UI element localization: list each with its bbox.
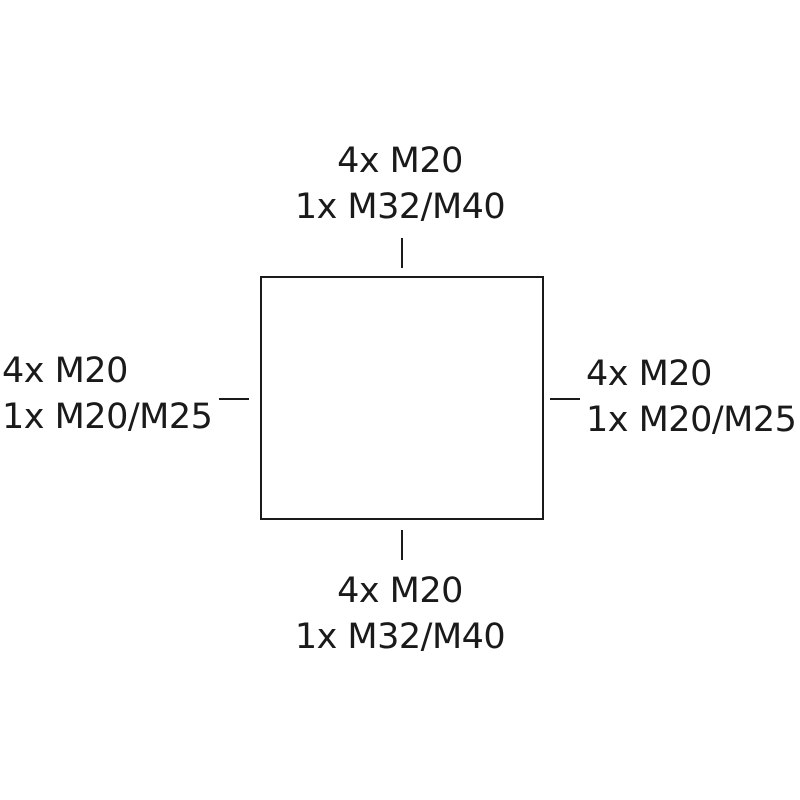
bottom-entry-line2: 1x M32/M40 [294,617,506,657]
top-entry-line2: 1x M32/M40 [294,187,506,227]
top-entry-marker [401,238,403,268]
left-entry-marker [219,398,249,400]
top-entry-line1: 4x M20 [337,141,463,181]
right-entry-label: 4x M20 1x M20/M25 [586,351,797,443]
left-entry-line2: 1x M20/M25 [2,397,213,437]
bottom-entry-label: 4x M20 1x M32/M40 [250,568,550,660]
bottom-entry-line1: 4x M20 [337,571,463,611]
enclosure-outline [260,276,544,520]
right-entry-marker [550,398,580,400]
top-entry-label: 4x M20 1x M32/M40 [250,138,550,230]
bottom-entry-marker [401,530,403,560]
right-entry-line2: 1x M20/M25 [586,400,797,440]
right-entry-line1: 4x M20 [586,354,712,394]
left-entry-label: 4x M20 1x M20/M25 [2,348,213,440]
left-entry-line1: 4x M20 [2,351,128,391]
